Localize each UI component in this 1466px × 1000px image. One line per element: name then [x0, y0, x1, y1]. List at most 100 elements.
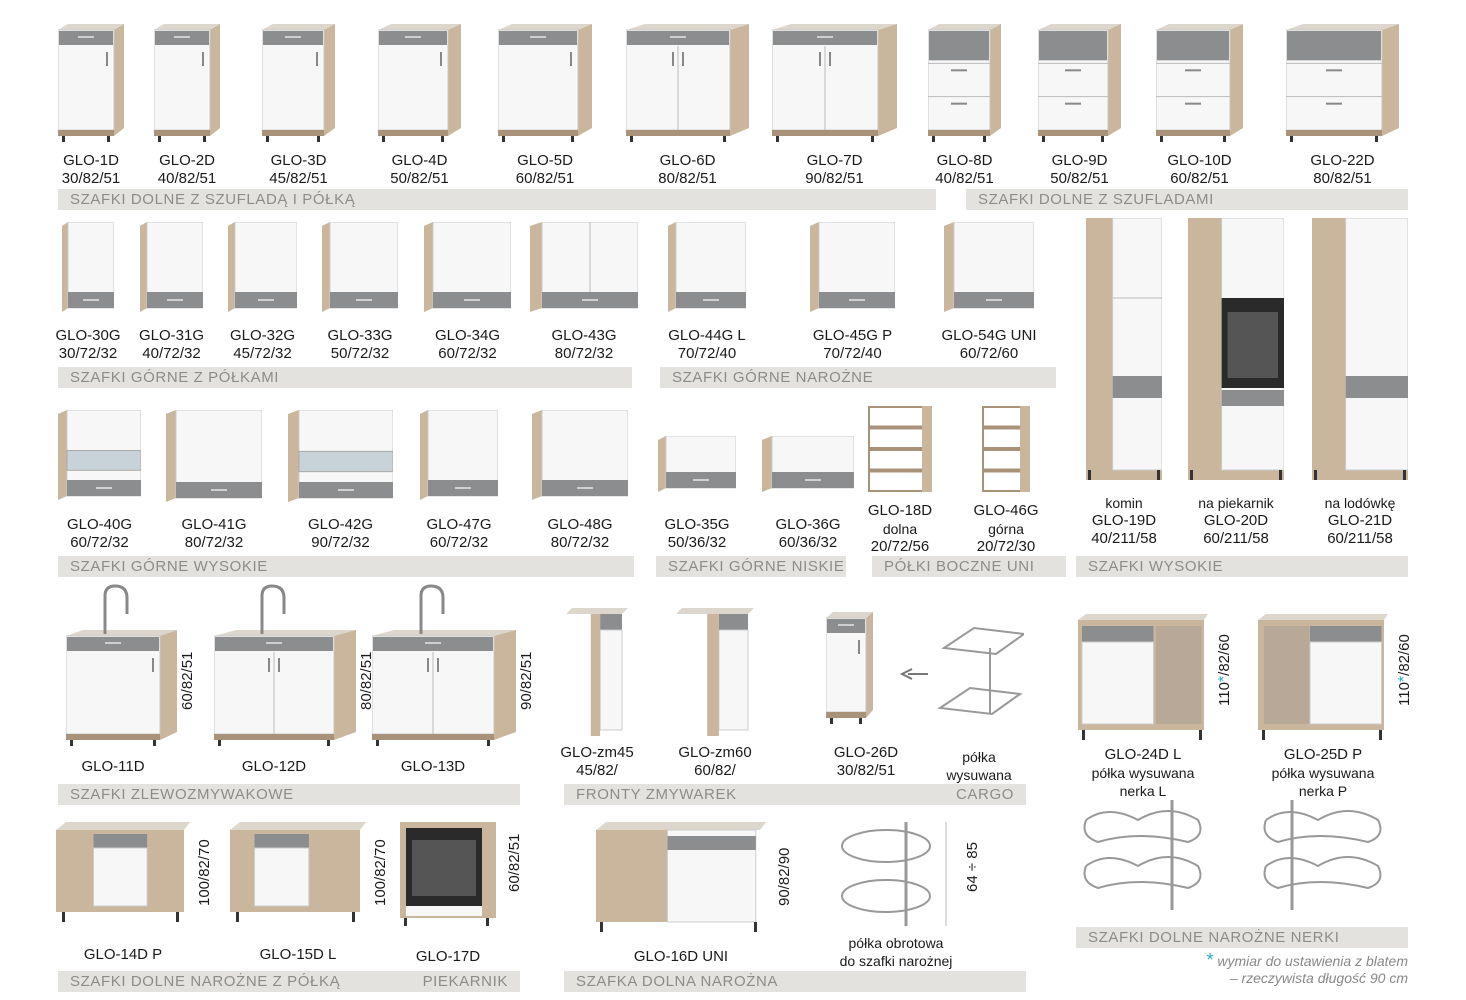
cabinet-dims: 80/82/51	[658, 170, 717, 187]
corner-0-label: GLO-14D P	[68, 946, 178, 964]
cabinet-code: GLO-42G	[307, 516, 374, 533]
cabinet-dims: 60/82/51	[515, 170, 575, 187]
corner-uni-code: GLO-16D UNI	[633, 948, 729, 965]
dishwasher-front-0	[566, 608, 628, 736]
cabinet-row1-2	[262, 24, 335, 142]
sink-dims-0: 60/82/51	[179, 652, 196, 710]
sink-dims-0-value: 60/82/51	[179, 651, 196, 710]
kidney-dims-1-value: 110	[1396, 682, 1413, 706]
tall-sub: na piekarnik	[1198, 495, 1274, 511]
faucet-icon-0	[103, 584, 129, 634]
footnote-star: *	[1206, 950, 1214, 970]
cabinet-dims: 80/82/51	[1313, 170, 1372, 187]
cabinet-dims: 40/82/51	[935, 170, 994, 187]
carousel-text1: półka obrotowa	[848, 935, 944, 951]
corner-cabinet-1	[230, 822, 366, 922]
cabinet-dims: 80/72/32	[184, 534, 244, 551]
kidney-desc2: nerka P	[1298, 783, 1348, 799]
carousel-dims: 64 ÷ 85	[964, 842, 981, 892]
cabinet-code: GLO-33G	[327, 327, 393, 344]
kidney-code: GLO-25D P	[1283, 746, 1363, 763]
oven-dims-value: 60/82/51	[506, 833, 523, 892]
cabinet-dims: 80/72/32	[554, 345, 614, 362]
cabinet-dims: 70/72/40	[677, 345, 737, 362]
kidney-dims-1-star: *	[1396, 675, 1413, 683]
tall-dims: 60/211/58	[1327, 530, 1393, 547]
cabinet-row2-7	[810, 222, 895, 312]
cabinet-code: GLO-54G UNI	[941, 327, 1037, 344]
cabinet-dims: 50/36/32	[667, 534, 727, 551]
sink-code: GLO-13D	[400, 758, 466, 775]
cabinet-dims: 50/82/51	[1050, 170, 1109, 187]
cabinet-dims: 45/72/32	[233, 345, 292, 362]
shelf-code: GLO-18D	[867, 502, 933, 519]
cabinet-row1-8	[1038, 24, 1121, 142]
cabinet-row1-9	[1156, 24, 1243, 142]
cabinet-code: GLO-48G	[547, 516, 613, 533]
cabinet-dims: 60/72/32	[70, 534, 129, 551]
carousel-shelf	[841, 822, 947, 926]
band-dolne-szufladami: SZAFKI DOLNE Z SZUFLADAMI	[966, 189, 1408, 210]
kidney-desc1: półka wysuwana	[1091, 765, 1195, 781]
oven-code: GLO-17D	[415, 948, 481, 965]
kidney-dims-0-value: 110	[1216, 682, 1233, 706]
cabinet-code: GLO-7D	[806, 152, 863, 169]
kidney-basket-1	[1263, 800, 1382, 910]
cabinet-row1-1	[154, 24, 220, 142]
corner-dims-0-value: 100/82/70	[196, 839, 213, 906]
kidney-basket-0	[1083, 800, 1202, 910]
cabinet-code: GLO-45G P	[812, 327, 893, 344]
cabinet-dims: 60/72/60	[959, 345, 1019, 362]
tall-code: GLO-20D	[1203, 512, 1269, 529]
cabinet-row1-3	[378, 24, 461, 142]
cabinet-code: GLO-40G	[66, 516, 133, 533]
arrow-left-icon	[900, 668, 928, 680]
front-dims: 45/82/	[576, 762, 618, 779]
cabinet-row2-3	[322, 222, 398, 312]
cabinet-dims: 60/36/32	[778, 534, 838, 551]
shelf-sub: dolna	[882, 521, 918, 537]
band-narozne-polka-label: SZAFKI DOLNE NAROŻNE Z PÓŁKĄ	[70, 973, 341, 990]
sink-dims-2-value: 90/82/51	[518, 651, 535, 710]
footnote: * wymiar do ustawienia z blatem – rzeczy…	[1206, 950, 1408, 987]
cabinet-code: GLO-22D	[1310, 152, 1375, 169]
cabinet-row2-8	[944, 222, 1034, 312]
cabinet-code: GLO-4D	[391, 152, 448, 169]
sink-dims-2: 90/82/51	[518, 652, 535, 710]
cabinet-row2-6	[668, 222, 746, 312]
band-dolne-narozne-polka: SZAFKI DOLNE NAROŻNE Z PÓŁKĄ PIEKARNIK	[58, 971, 520, 992]
shelf-code: GLO-46G	[973, 502, 1039, 519]
cargo-basket-label: półka wysuwana	[934, 748, 1024, 784]
footnote-line2: – rzeczywista długość 90 cm	[1229, 970, 1408, 986]
kidney-desc1: półka wysuwana	[1271, 765, 1375, 781]
cabinet-code: GLO-47G	[426, 516, 492, 533]
band-dolna-narozna: SZAFKA DOLNA NAROŻNA	[564, 971, 1026, 992]
cabinet-code: GLO-44G L	[668, 327, 746, 344]
corner-dims-0: 100/82/70	[196, 839, 213, 906]
tall-dims: 40/211/58	[1091, 530, 1157, 547]
carousel-dims-value: 64 ÷ 85	[964, 842, 981, 892]
band-gorne-polkami: SZAFKI GÓRNE Z PÓŁKAMI	[58, 367, 632, 388]
cabinet-dims: 40/82/51	[157, 170, 217, 187]
kidney-dims-0-star: *	[1216, 675, 1233, 683]
cargo-code: GLO-26D	[833, 744, 899, 761]
cabinet-row2-4	[424, 222, 511, 312]
cabinet-dims: 70/72/40	[823, 345, 882, 362]
cabinet-row3-0	[58, 410, 141, 500]
cabinet-row1-6	[772, 24, 897, 142]
